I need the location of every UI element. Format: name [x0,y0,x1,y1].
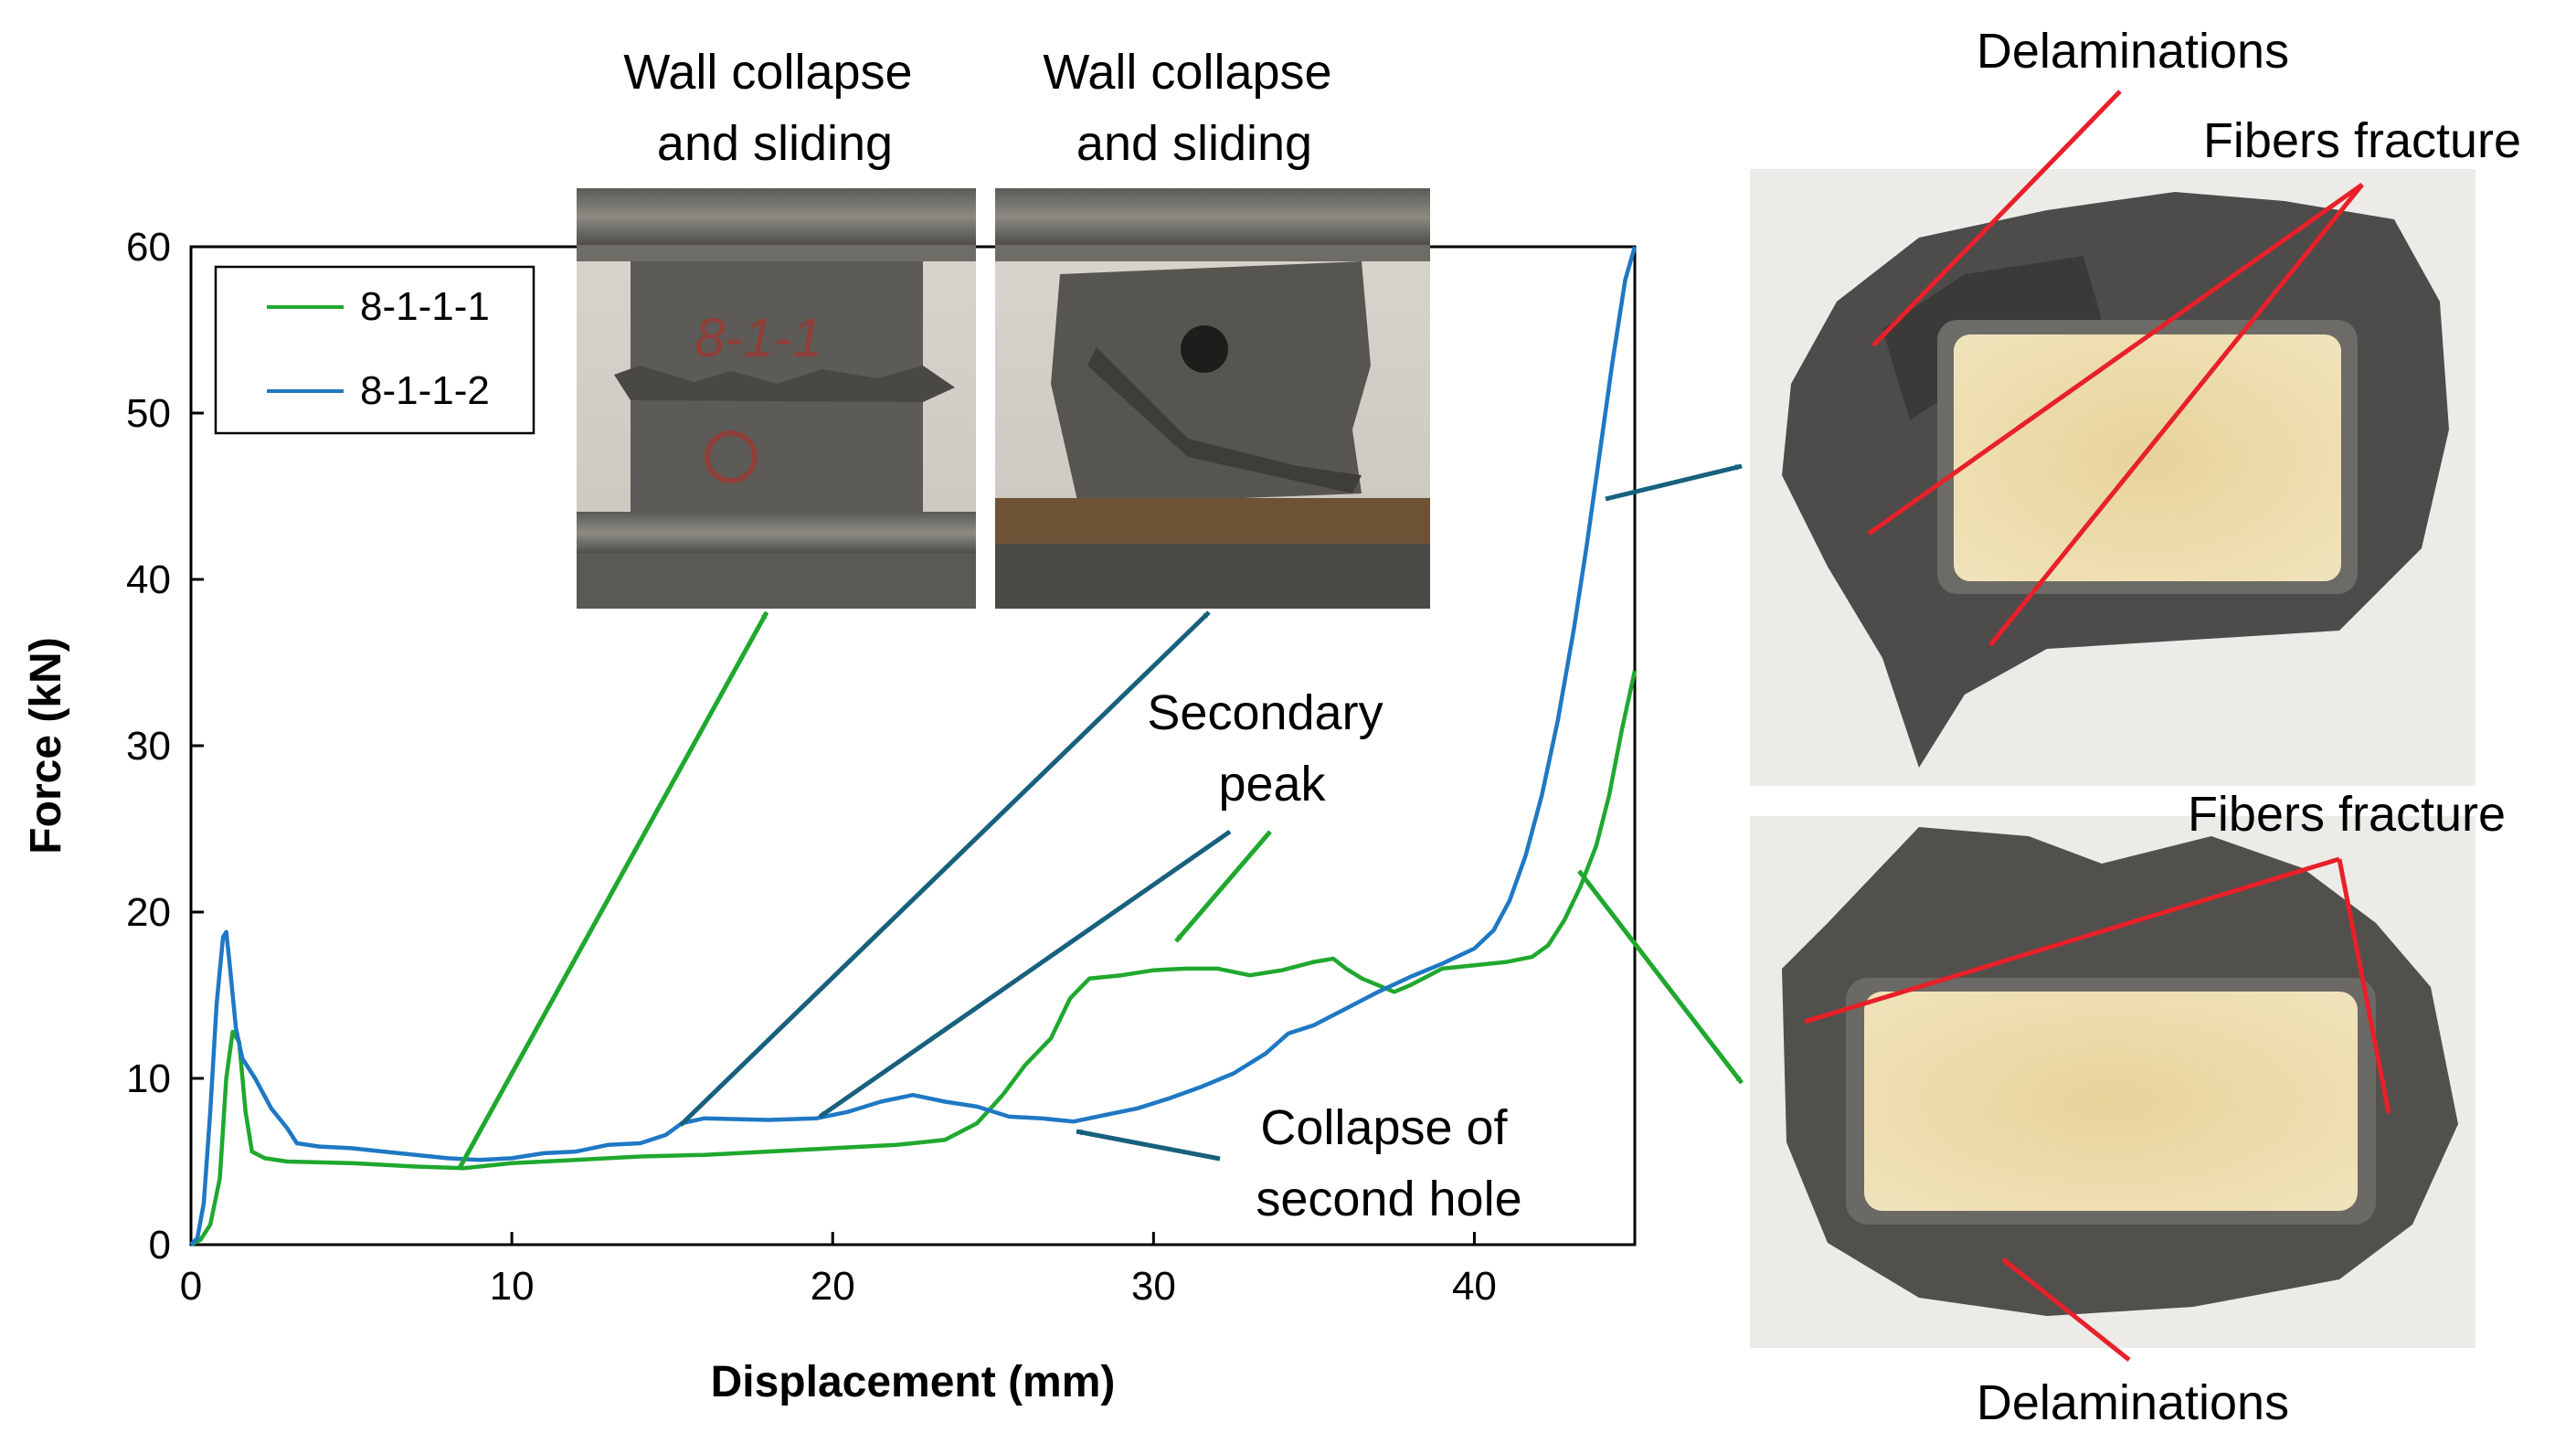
x-tick-label: 30 [1131,1264,1176,1309]
y-tick-label: 40 [126,557,171,602]
x-axis-ticks: 0 10 20 30 40 [180,1232,1497,1309]
annotation-wall-collapse-2: Wall collapse and sliding [1043,45,1345,171]
svg-text:8-1-1: 8-1-1 [694,307,822,368]
x-tick-label: 10 [490,1264,535,1309]
red-arrow-delam-bottom [2001,1257,2131,1362]
photo-cross-section-bottom [1750,816,2475,1348]
specimen-hole [1181,325,1228,373]
series-lines [189,246,1638,1247]
red-arrow-fiber-bottom-1 [1804,856,2340,1024]
x-axis-label: Displacement (mm) [711,1358,1116,1406]
red-arrow-fiber-bottom-2 [2337,858,2391,1114]
photo-specimen-8-1-1-2 [995,188,1430,609]
arrow-teal-to-section-top [1605,463,1743,502]
annotation-collapse-second-hole: Collapse of second hole [1256,1100,1521,1226]
annotation-delaminations-top: Delaminations [1977,24,2289,79]
red-arrow-fiber-top-2 [1988,183,2364,647]
arrow-secondary-peak-green [1174,830,1272,943]
arrow-collapse-second-hole [1076,1129,1221,1162]
y-tick-label: 50 [126,391,171,436]
y-tick-label: 30 [126,724,171,769]
y-tick-label: 20 [126,890,171,935]
legend-label-green: 8-1-1-1 [360,284,490,329]
legend-box [214,265,535,435]
legend: 8-1-1-1 8-1-1-2 [214,265,535,435]
y-axis-label: Force (kN) [22,637,70,854]
y-axis-ticks: 0 10 20 30 40 50 60 [126,225,204,1268]
plot-area: 0 10 20 30 40 0 10 20 30 40 50 60 Displacement (mm… [22,225,1638,1406]
photo-specimen-8-1-1-1: 8-1-1 [577,188,976,609]
annotation-delaminations-bottom: Delaminations [1977,1375,2289,1430]
red-arrow-delam-top [1871,90,2122,347]
annotation-fibers-fracture-top: Fibers fracture [2203,113,2521,168]
photo-cross-section-top [1750,169,2475,786]
annotation-wall-collapse-1: Wall collapse and sliding [623,45,926,171]
x-tick-label: 20 [811,1264,855,1309]
arrow-teal-to-photo2 [679,610,1211,1127]
series-line-8-1-1-1 [189,670,1638,1247]
annotations: Wall collapse and sliding Wall collapse … [623,24,2521,1430]
legend-label-blue: 8-1-1-2 [360,368,490,413]
arrow-green-to-section-bottom [1577,869,1744,1085]
y-tick-label: 10 [126,1056,171,1101]
red-arrow-fiber-top-1 [1867,182,2364,536]
x-tick-label: 40 [1452,1264,1497,1309]
annotation-secondary-peak: Secondary peak [1147,685,1396,812]
x-tick-label: 0 [180,1264,202,1309]
y-tick-label: 60 [126,225,171,270]
y-tick-label: 0 [149,1223,171,1268]
foam-core-bottom [1864,992,2358,1211]
series-line-8-1-1-2 [189,246,1638,1247]
arrow-secondary-peak-teal [818,829,1232,1119]
foam-core-top [1954,334,2341,581]
annotation-fibers-fracture-bottom: Fibers fracture [2188,787,2506,842]
connector-arrows [457,463,1744,1170]
red-arrows [1804,90,2391,1362]
arrow-green-to-photo1 [457,610,769,1170]
